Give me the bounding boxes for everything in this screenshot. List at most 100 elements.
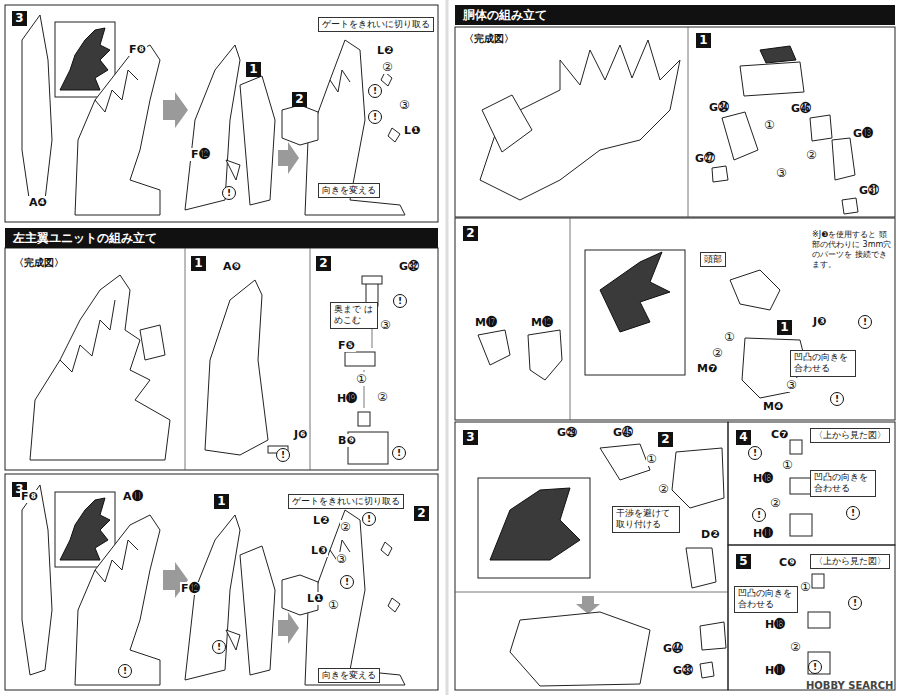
callout-box: ゲートをきれいに切り取る [318,17,434,32]
callout-box: 凹凸の向きを 合わせる [810,470,876,497]
caution-mark: ! [848,596,862,610]
body-assembly [832,138,855,180]
panel-frame [728,545,895,690]
callout-box-text: 向きを変える [322,185,376,196]
callout-box-text: 凹凸の向きを 合わせる [738,588,794,611]
callout-box-text: 〈上から見た図〉 [814,556,886,567]
part-number: G㊺ [612,426,634,439]
wing-assembly [358,412,370,426]
step-number-text: 2 [295,92,304,107]
body-assembly [482,95,532,152]
panel-frame [570,218,571,420]
step-number-text: 2 [319,256,328,271]
body-assembly [672,448,724,508]
part-number: H⓫ [752,527,774,540]
step-bubble: ① [724,330,735,344]
step-bubble: ③ [776,166,787,180]
step-bubble: ① [764,118,775,132]
part-number: M⓱ [474,316,498,329]
body-assembly [585,250,685,375]
wing-assembly [205,280,268,455]
part-number: C❾ [778,556,797,569]
part-number: M❹ [762,400,784,413]
step-bubble: ② [377,390,388,404]
panel-frame [310,248,311,470]
wing-parts [60,28,110,90]
step-number-text: 1 [780,320,789,335]
step-number: 2 [414,506,429,521]
callout-box: 凹凸の向きを 合わせる [734,586,798,613]
caution-mark: ! [392,446,406,460]
step-bubble: ② [790,640,801,654]
wing-parts [75,45,160,215]
step-number: 1 [214,494,229,509]
caution-mark: ! [858,315,872,329]
step-number-text: 1 [194,256,203,271]
panel-frame [455,27,895,217]
step-bubble: ① [646,452,657,466]
part-number: G㊹ [662,642,684,655]
step-bubble: ① [328,598,339,612]
part-number: G㉝ [672,664,694,677]
part-number: L❸ [310,544,328,557]
callout-box-text: ゲートをきれいに切り取る [292,496,400,507]
callout-box: 〈上から見た図〉 [810,428,890,443]
wing-parts [240,76,275,205]
panel-frame [728,422,895,545]
callout-box-text: 奥まで はめこむ [334,304,374,327]
step-number: 1 [191,256,206,271]
part-number: J❸ [812,315,827,328]
caution-mark: ! [212,640,226,654]
callout-box-text: 凹凸の向きを 合わせる [814,472,872,495]
section-header-text: 左主翼ユニットの組み立て [13,228,438,248]
callout-box: 干渉を避けて 取り付ける [612,506,680,533]
section-header: 胴体の組み立て [455,5,895,25]
part-number: G㉙ [556,426,578,439]
part-number: G⓭ [852,127,874,140]
part-number: H⓲ [752,472,774,485]
caution-mark: ! [830,392,844,406]
callout-box: 凹凸の向きを 合わせる [790,350,856,377]
view-title: 〈完成図〉 [464,32,514,46]
part-number: F❽ [20,490,39,503]
body-assembly [510,612,650,686]
body-assembly [808,612,830,628]
part-number: M⓬ [530,316,554,329]
panel-frame [688,27,689,217]
step-bubble: ② [340,520,351,534]
part-number: B❾ [337,434,357,447]
body-assembly [790,478,812,494]
caution-mark: ! [276,448,290,462]
step-number: 2 [292,92,307,107]
body-assembly [480,40,680,200]
body-assembly [600,252,670,332]
part-number: H⓫ [764,664,786,677]
step-number: 2 [316,256,331,271]
caution-mark: ! [222,186,236,200]
step-bubble: ① [782,458,793,472]
part-number: F❽ [128,43,147,56]
part-number: H⓳ [336,392,358,405]
body-assembly [810,115,832,141]
panel-frame [455,592,728,593]
part-number: L❷ [312,514,330,527]
wing-assembly [30,275,388,464]
step-number: 3 [12,11,27,26]
body-assembly [760,46,796,63]
panel-frame [5,474,438,690]
body-assembly [686,548,716,588]
part-number: F❺ [337,339,356,352]
step-number: 2 [658,432,673,447]
body-assembly [740,62,804,96]
callout-box-text: ゲートをきれいに切り取る [322,19,430,30]
step-number-text: 2 [466,226,475,241]
caution-mark: ! [846,506,860,520]
wing-parts [226,160,240,180]
part-number: G㉞ [708,101,730,114]
part-number: A❹ [28,196,48,209]
body-assembly [490,488,580,560]
step-number: 2 [463,226,478,241]
part-number: G㊻ [790,102,812,115]
wing-parts [388,128,400,142]
callout-box-text: 凹凸の向きを 合わせる [794,352,852,375]
